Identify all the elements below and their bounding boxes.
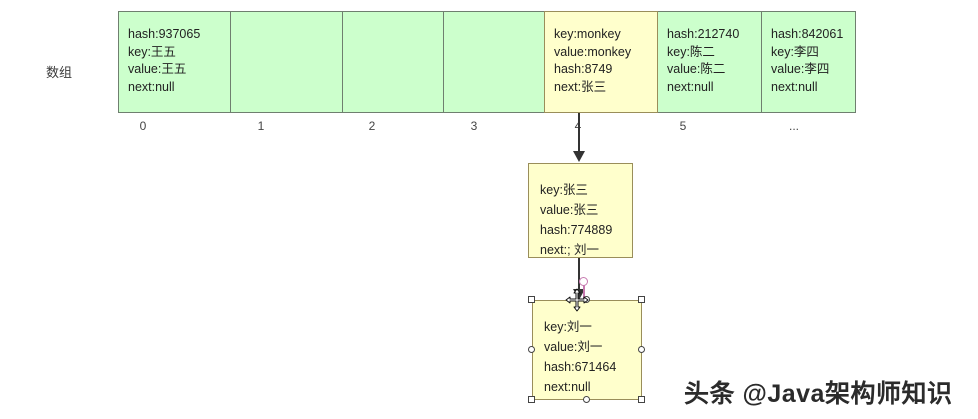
array-index-6: ...	[788, 119, 800, 133]
array-index-5: 5	[679, 119, 687, 133]
node-liuyi[interactable]: key:刘一 value:刘一 hash:671464 next:null	[532, 300, 642, 400]
array-index-3: 3	[470, 119, 478, 133]
array-cell-0-text: hash:937065 key:王五 value:王五 next:null	[128, 27, 201, 94]
array-cell-6[interactable]: hash:842061 key:李四 value:李四 next:null	[761, 11, 856, 113]
array-label: 数组	[46, 65, 73, 80]
array-cell-1[interactable]	[230, 11, 343, 113]
selection-handle-bottom-center[interactable]	[583, 396, 590, 403]
arrow-zhangsan-to-liuyi-head	[573, 289, 585, 300]
array-cell-5[interactable]: hash:212740 key:陈二 value:陈二 next:null	[657, 11, 762, 113]
node-liuyi-text: key:刘一 value:刘一 hash:671464 next:null	[544, 320, 617, 394]
array-cell-3[interactable]	[443, 11, 545, 113]
arrow-bucket4-to-zhangsan-line	[578, 113, 580, 153]
array-cell-5-text: hash:212740 key:陈二 value:陈二 next:null	[667, 27, 740, 94]
array-cell-4[interactable]: key:monkey value:monkey hash:8749 next:张…	[544, 11, 658, 113]
selection-handle-middle-right[interactable]	[638, 346, 645, 353]
array-index-2: 2	[368, 119, 376, 133]
array-index-labels: 0 1 2 3 4 5 ...	[118, 119, 840, 139]
array-cell-2[interactable]	[342, 11, 444, 113]
rotate-handle-stem	[583, 283, 585, 299]
array-cell-4-text: key:monkey value:monkey hash:8749 next:张…	[554, 27, 632, 94]
selection-handle-middle-left[interactable]	[528, 346, 535, 353]
move-cursor-icon	[565, 288, 589, 312]
watermark-text: 头条 @Java架构师知识	[684, 380, 953, 408]
node-zhangsan-text: key:张三 value:张三 hash:774889 next:; 刘一	[540, 183, 613, 257]
selection-handle-bottom-left[interactable]	[528, 396, 535, 403]
arrow-bucket4-to-zhangsan-head	[573, 151, 585, 162]
array-index-1: 1	[257, 119, 265, 133]
hash-array: hash:937065 key:王五 value:王五 next:null ke…	[118, 11, 856, 113]
selection-handle-bottom-right[interactable]	[638, 396, 645, 403]
array-cell-0[interactable]: hash:937065 key:王五 value:王五 next:null	[118, 11, 231, 113]
node-zhangsan[interactable]: key:张三 value:张三 hash:774889 next:; 刘一	[528, 163, 633, 258]
arrow-zhangsan-to-liuyi-line	[578, 258, 580, 296]
array-cell-6-text: hash:842061 key:李四 value:李四 next:null	[771, 27, 844, 94]
selection-handle-top-right[interactable]	[638, 296, 645, 303]
rotate-handle[interactable]	[579, 277, 588, 286]
selection-handle-top-left[interactable]	[528, 296, 535, 303]
array-index-0: 0	[139, 119, 147, 133]
